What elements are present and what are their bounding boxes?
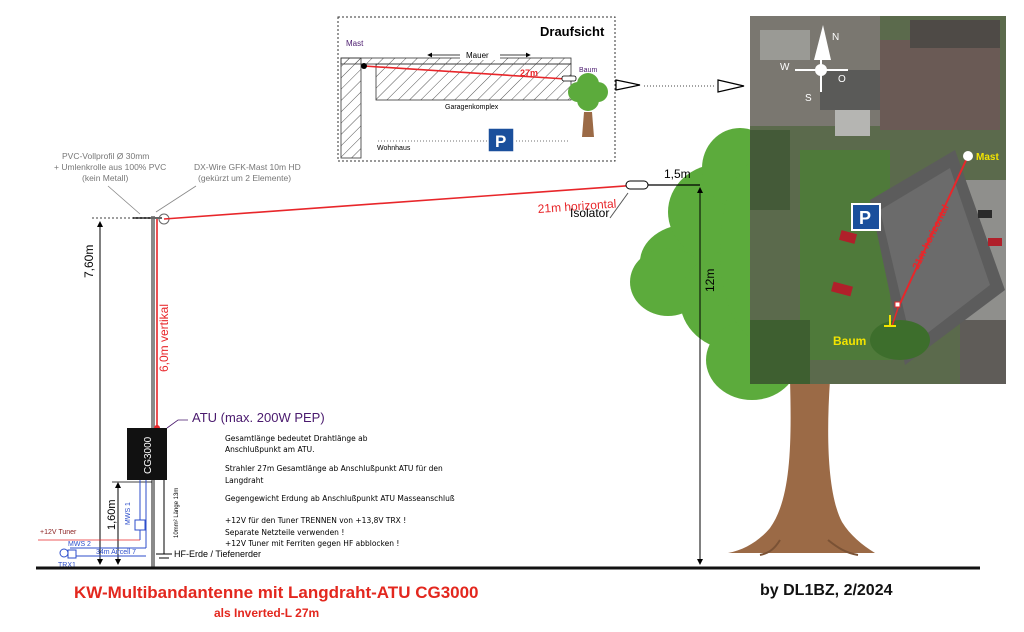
insulator <box>625 180 649 190</box>
plan-to-aerial-arrows <box>615 79 745 93</box>
plan-garage <box>375 63 572 101</box>
note-5: Gegengewicht Erdung ab Anschlußpunkt ATU… <box>225 494 455 503</box>
plan-wire-label: 27m <box>520 68 538 78</box>
note-8: +12V Tuner mit Ferriten gegen HF abblock… <box>225 539 399 548</box>
mws1-box <box>134 519 146 531</box>
notes: Gesamtlänge bedeutet Drahtlänge ab Ansch… <box>225 434 455 548</box>
footer-subtitle: als Inverted-L 27m <box>214 606 319 620</box>
plan-house-label: Wohnhaus <box>377 145 411 152</box>
horizontal-wire-label: 21m horizontal <box>537 197 617 216</box>
plan-parking-letter: P <box>495 132 506 151</box>
atu-height-label: 1,60m <box>106 499 118 530</box>
trx-label: TRX1 <box>58 562 76 569</box>
control-cable-label: 10mm² Länge 13m <box>174 488 180 538</box>
insulator-label: Isolator <box>570 206 609 220</box>
note-4: Langdraht <box>225 476 263 485</box>
plan-parking-sign <box>487 127 515 153</box>
aerial-wire <box>897 155 969 309</box>
compass-north: N <box>832 32 839 43</box>
plan-title: Draufsicht <box>540 24 605 39</box>
offset-dim-label: 1,5m <box>664 167 691 181</box>
footer-title: KW-Multibandantenne mit Langdraht-ATU CG… <box>74 583 479 602</box>
mast-notes: PVC-Vollprofil Ø 30mm + Umlenkrolle aus … <box>54 151 301 215</box>
note-2: Anschlußpunkt am ATU. <box>225 445 314 454</box>
plan-garage-label: Garagenkomplex <box>445 104 499 111</box>
aerial-mast-point <box>963 151 973 161</box>
compass-south: S <box>805 93 812 104</box>
plan-view: Draufsicht Mast Mauer 27m Baum Garagenko… <box>337 16 616 162</box>
plan-wall <box>340 57 572 65</box>
plan-wall-label: Mauer <box>466 51 489 60</box>
tree-height-label: 12m <box>703 269 717 292</box>
mws2-label: MWS 2 <box>68 541 91 548</box>
footer-author: by DL1BZ, 2/2024 <box>760 582 893 599</box>
atu-label: ATU (max. 200W PEP) <box>192 410 325 425</box>
compass-west: W <box>780 62 790 73</box>
gfk-note-1: DX-Wire GFK-Mast 10m HD <box>194 162 301 172</box>
tuner-power-label: +12V Tuner <box>40 529 77 536</box>
mws1-label: MWS 1 <box>125 502 132 525</box>
aerial-tree-label: Baum <box>833 334 866 348</box>
aerial-view: N W O S P Mast Baum 21m horizontal <box>750 16 1006 384</box>
plan-tree-icon <box>568 73 608 137</box>
atu-unit: CG3000 ATU (max. 200W PEP) 10mm² Länge 1… <box>127 410 325 559</box>
vertical-wire-label: 6,0m vertikal <box>157 304 171 372</box>
wiring: MWS 1 +12V Tuner MWS 2 34m Aircell 7 TRX… <box>38 480 147 569</box>
note-6: +12V für den Tuner TRENNEN von +13,8V TR… <box>225 516 406 525</box>
note-7: Separate Netzteile verwenden ! <box>225 528 344 537</box>
compass-east: O <box>838 74 846 85</box>
plan-mast-label: Mast <box>346 39 364 48</box>
atu-model: CG3000 <box>143 436 154 474</box>
aerial-parking-sign <box>851 203 881 231</box>
pvc-note-2: + Umlenkrolle aus 100% PVC <box>54 162 166 172</box>
plan-mast-point <box>361 63 367 69</box>
aerial-mast-label: Mast <box>976 152 999 163</box>
antenna: 21m horizontal 6,0m vertikal Isolator 1,… <box>133 167 700 568</box>
pvc-note-1: PVC-Vollprofil Ø 30mm <box>62 151 149 161</box>
aerial-parking-letter: P <box>859 208 871 228</box>
dimensions: 7,60m 1,60m 12m <box>82 187 717 565</box>
gfk-note-2: (gekürzt um 2 Elemente) <box>198 173 291 183</box>
note-3: Strahler 27m Gesamtlänge ab Anschlußpunk… <box>225 464 443 473</box>
aircell-label: 34m Aircell 7 <box>96 549 136 556</box>
plan-insulator <box>561 75 577 82</box>
note-1: Gesamtlänge bedeutet Drahtlänge ab <box>225 434 368 443</box>
mast-height-label: 7,60m <box>82 245 96 278</box>
atu-box <box>127 428 167 480</box>
compass: N W O S <box>780 25 848 104</box>
plan-house-wall <box>340 57 362 159</box>
plan-tree-label: Baum <box>579 67 597 74</box>
plan-wall-label-bg <box>460 50 500 60</box>
footer: KW-Multibandantenne mit Langdraht-ATU CG… <box>74 582 893 620</box>
horizontal-wire <box>163 184 639 220</box>
ground-label: HF-Erde / Tiefenerder <box>174 549 261 559</box>
plan-wire <box>363 65 567 80</box>
pvc-note-3: (kein Metall) <box>82 173 128 183</box>
